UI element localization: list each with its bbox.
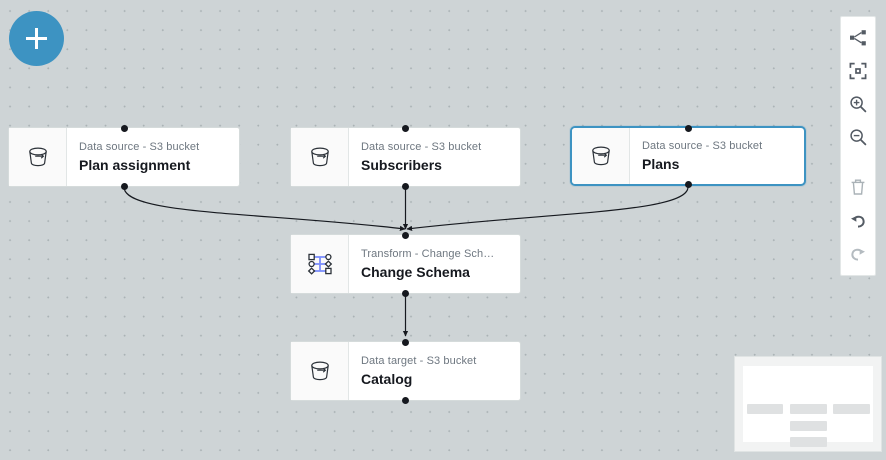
- edge-plans-to-change-schema: [406, 186, 689, 232]
- node-text: Data source - S3 bucket Subscribers: [349, 128, 520, 186]
- undo-button[interactable]: [840, 203, 876, 236]
- node-subtitle: Data source - S3 bucket: [361, 140, 482, 153]
- s3-bucket-icon: [9, 128, 67, 186]
- minimap-viewport[interactable]: [743, 366, 873, 447]
- node-subtitle: Transform - Change Sch…: [361, 247, 495, 260]
- minimap-node: [790, 404, 827, 414]
- minimap-node: [790, 437, 827, 447]
- zoom-out-icon: [850, 128, 867, 145]
- s3-bucket-icon: [291, 128, 349, 186]
- fit-to-screen-button[interactable]: [840, 54, 876, 87]
- plus-icon-vertical: [35, 28, 38, 49]
- canvas-toolbar: [840, 16, 876, 276]
- node-input-port[interactable]: [120, 124, 128, 132]
- undo-icon: [851, 215, 865, 228]
- node-output-port[interactable]: [684, 180, 692, 188]
- graph-node-plan-assignment[interactable]: Data source - S3 bucket Plan assignment: [8, 124, 240, 190]
- node-subtitle: Data target - S3 bucket: [361, 354, 477, 367]
- node-input-port[interactable]: [684, 124, 692, 132]
- zoom-out-button[interactable]: [840, 120, 876, 153]
- change-schema-icon: [291, 235, 349, 293]
- share-icon: [850, 29, 866, 45]
- node-input-port[interactable]: [402, 231, 409, 239]
- node-subtitle: Data source - S3 bucket: [79, 140, 200, 153]
- node-text: Transform - Change Sch… Change Schema: [349, 235, 520, 293]
- fit-screen-icon: [849, 62, 867, 79]
- node-output-port[interactable]: [402, 396, 409, 404]
- node-title: Catalog: [361, 370, 413, 387]
- node-input-port[interactable]: [402, 338, 409, 346]
- graph-node-subscribers[interactable]: Data source - S3 bucket Subscribers: [290, 124, 521, 190]
- delete-button[interactable]: [840, 170, 876, 203]
- minimap-node: [790, 421, 827, 431]
- node-text: Data target - S3 bucket Catalog: [349, 342, 520, 400]
- graph-minimap[interactable]: [734, 356, 882, 452]
- s3-bucket-icon: [572, 128, 630, 184]
- toolbar-divider: [858, 153, 859, 170]
- node-output-port[interactable]: [120, 182, 128, 190]
- edge-plan-assignment-to-change-schema: [123, 186, 406, 232]
- graph-node-catalog[interactable]: Data target - S3 bucket Catalog: [290, 338, 521, 404]
- s3-bucket-icon: [291, 342, 349, 400]
- graph-node-plans[interactable]: Data source - S3 bucket Plans: [570, 124, 806, 188]
- node-title: Plan assignment: [79, 156, 191, 173]
- node-subtitle: Data source - S3 bucket: [642, 139, 763, 152]
- minimap-node: [747, 404, 783, 414]
- node-title: Subscribers: [361, 156, 442, 173]
- graph-node-change-schema[interactable]: Transform - Change Sch… Change Schema: [290, 231, 521, 297]
- node-output-port[interactable]: [402, 289, 409, 297]
- node-output-port[interactable]: [402, 182, 409, 190]
- node-text: Data source - S3 bucket Plan assignment: [67, 128, 239, 186]
- node-input-port[interactable]: [402, 124, 409, 132]
- redo-icon: [851, 248, 865, 261]
- node-title: Plans: [642, 155, 680, 172]
- zoom-in-button[interactable]: [840, 87, 876, 120]
- share-graph-button[interactable]: [840, 21, 876, 54]
- redo-button[interactable]: [840, 236, 876, 269]
- node-title: Change Schema: [361, 263, 470, 280]
- trash-icon: [851, 179, 865, 195]
- add-node-button[interactable]: [9, 11, 64, 66]
- node-text: Data source - S3 bucket Plans: [630, 128, 804, 184]
- zoom-in-icon: [850, 95, 867, 112]
- minimap-node: [833, 404, 870, 414]
